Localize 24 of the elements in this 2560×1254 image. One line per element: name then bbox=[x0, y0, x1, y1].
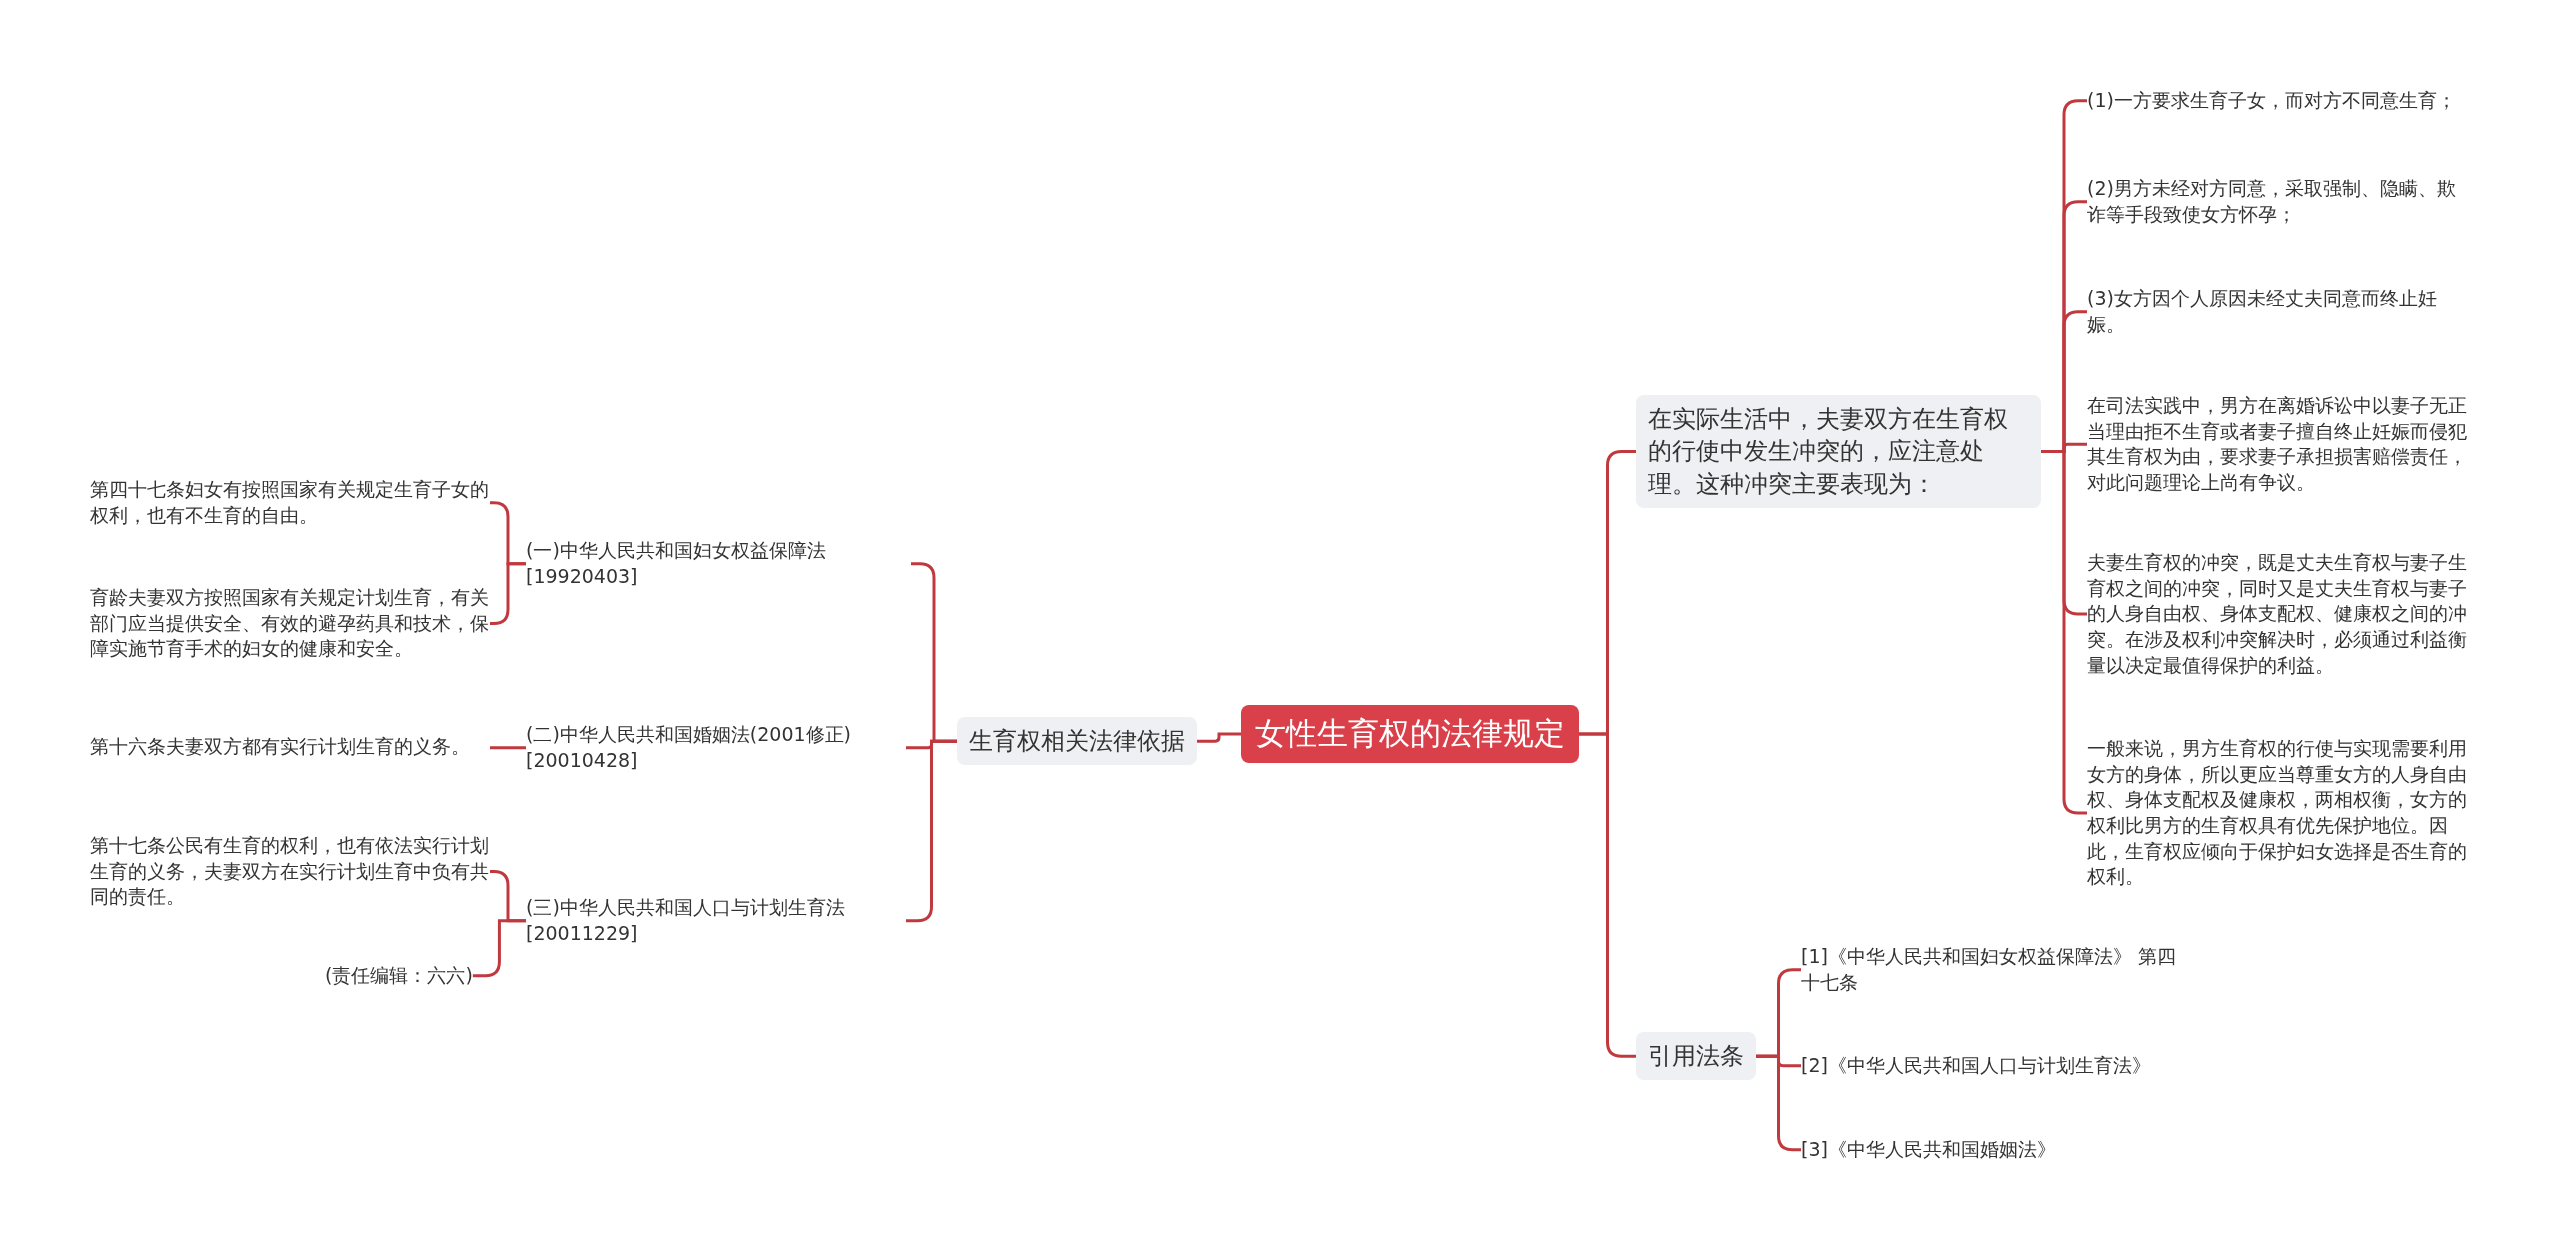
topic-text: 育龄夫妻双方按照国家有关规定计划生育，有关部门应当提供安全、有效的避孕药具和技术，保障实施节育手术的妇女的健康和安全。 bbox=[90, 585, 490, 662]
central-topic-box: 女性生育权的法律规定 bbox=[1241, 705, 1579, 763]
topic-text: (2)男方未经对方同意，采取强制、隐瞒、欺诈等手段致使女方怀孕； bbox=[2087, 176, 2472, 228]
topic-box: 在实际生活中，夫妻双方在生育权的行使中发生冲突的，应注意处理。这种冲突主要表现为： bbox=[1636, 395, 2041, 509]
topic-text: [3]《中华人民共和国婚姻法》 bbox=[1801, 1137, 2221, 1163]
topic-text: (三)中华人民共和国人口与计划生育法[20011229] bbox=[526, 895, 906, 947]
topic-text: (3)女方因个人原因未经丈夫同意而终止妊娠。 bbox=[2087, 286, 2472, 338]
topic-text: 夫妻生育权的冲突，既是丈夫生育权与妻子生育权之间的冲突，同时又是丈夫生育权与妻子的人身自由权、身体支配权、健康权之间的冲突。在涉及权利冲突解决时，必须通过利益衡量以决定最值得保护的利益。 bbox=[2087, 550, 2479, 679]
topic-text: [1]《中华人民共和国妇女权益保障法》 第四十七条 bbox=[1801, 944, 2186, 996]
topic-text: (二)中华人民共和国婚姻法(2001修正)[20010428] bbox=[526, 722, 906, 774]
topic-text: (一)中华人民共和国妇女权益保障法[19920403] bbox=[526, 538, 911, 590]
topic-box: 引用法条 bbox=[1636, 1032, 1756, 1081]
topic-text: 在司法实践中，男方在离婚诉讼中以妻子无正当理由拒不生育或者妻子擅自终止妊娠而侵犯其生育权为由，要求妻子承担损害赔偿责任，对此问题理论上尚有争议。 bbox=[2087, 393, 2479, 496]
topic-box: 生育权相关法律依据 bbox=[957, 717, 1197, 766]
topic-text: (责任编辑：六六) bbox=[325, 963, 473, 989]
topic-text: 一般来说，男方生育权的行使与实现需要利用女方的身体，所以更应当尊重女方的人身自由权、身体支配权及健康权，两相权衡，女方的权利比男方的生育权具有优先保护地位。因此，生育权应倾向于保护妇女选择是否生育的权利。 bbox=[2087, 736, 2479, 890]
topic-text: 第十七条公民有生育的权利，也有依法实行计划生育的义务，夫妻双方在实行计划生育中负有共同的责任。 bbox=[90, 833, 490, 910]
topic-text: (1)一方要求生育子女，而对方不同意生育； bbox=[2087, 88, 2507, 114]
topic-text: [2]《中华人民共和国人口与计划生育法》 bbox=[1801, 1053, 2221, 1079]
topic-text: 第四十七条妇女有按照国家有关规定生育子女的权利，也有不生育的自由。 bbox=[90, 477, 490, 529]
connector-line bbox=[490, 746, 526, 750]
topic-text: 第十六条夫妻双方都有实行计划生育的义务。 bbox=[90, 734, 490, 760]
connector-line bbox=[1197, 732, 1241, 743]
connector-line bbox=[472, 919, 526, 978]
